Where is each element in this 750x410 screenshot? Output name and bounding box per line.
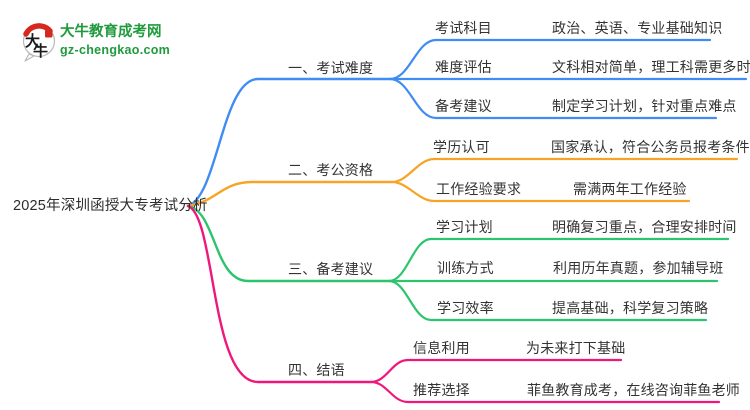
logo-site-name: 大牛教育成考网: [60, 24, 162, 40]
logo-char-top: 大: [25, 32, 40, 50]
branch-2-row-1-key: 学历认可: [433, 139, 490, 155]
branch-1-row-1-line: [388, 38, 712, 81]
branch-1-row-2-key: 难度评估: [435, 59, 492, 75]
branch-1-label: 一、考试难度: [288, 60, 374, 76]
branch-1-row-1-value: 政治、英语、专业基础知识: [552, 20, 723, 36]
branch-4-trunk-line: [186, 204, 373, 384]
branch-4-row-1-key: 信息利用: [413, 340, 470, 356]
branch-4-row-2-value: 菲鱼教育成考，在线咨询菲鱼老师: [527, 382, 740, 398]
branch-3-row-3-value: 提高基础，科学复习策略: [552, 300, 709, 316]
branch-2-row-1-line: [390, 157, 739, 184]
branch-2-trunk-line: [186, 180, 394, 208]
branch-2-label: 二、考公资格: [288, 162, 374, 178]
branch-3-row-1-key: 学习计划: [436, 219, 493, 235]
branch-1-row-3-key: 备考建议: [435, 98, 492, 114]
branch-2-row-2-key: 工作经验要求: [436, 181, 522, 197]
branch-3-row-1-value: 明确复习重点，合理安排时间: [552, 219, 737, 235]
branch-2-row-2-value: 需满两年工作经验: [573, 181, 687, 197]
branch-2-row-2-line: [390, 180, 691, 203]
branch-3-trunk-line: [186, 204, 391, 283]
branch-3-row-3-key: 学习效率: [437, 300, 494, 316]
logo-site-domain: gz-chengkao.com: [60, 43, 171, 57]
branch-4-row-2-key: 推荐选择: [413, 382, 470, 398]
branch-1-row-3-value: 制定学习计划，针对重点难点: [552, 98, 737, 114]
branch-4-row-1-value: 为未来打下基础: [526, 340, 626, 356]
branch-3-label: 三、备考建议: [288, 261, 374, 277]
logo-bubble-icon: 大 牛: [22, 23, 56, 62]
branch-1-row-1-key: 考试科目: [435, 20, 492, 36]
branch-4-row-2-line: [369, 380, 721, 404]
branch-4-row-1-line: [369, 358, 623, 384]
root-node: 2025年深圳函授大专考试分析: [13, 198, 208, 214]
branch-3-row-3-line: [387, 279, 708, 322]
branch-1-row-2-value: 文科相对简单，理工科需更多时间: [552, 59, 750, 75]
branch-4-label: 四、结语: [288, 362, 345, 378]
logo-char-bottom: 牛: [33, 42, 48, 60]
branch-3-row-1-line: [387, 237, 730, 283]
branch-1-row-3-line: [388, 77, 718, 120]
site-logo[interactable]: 大 牛 大牛教育成考网 gz-chengkao.com: [20, 21, 195, 65]
branch-3-row-2-value: 利用历年真题，参加辅导班: [553, 260, 724, 276]
branch-3-row-2-key: 训练方式: [437, 260, 494, 276]
branch-2-row-1-value: 国家承认，符合公务员报考条件: [551, 139, 750, 155]
branch-1-trunk-line: [186, 77, 392, 208]
